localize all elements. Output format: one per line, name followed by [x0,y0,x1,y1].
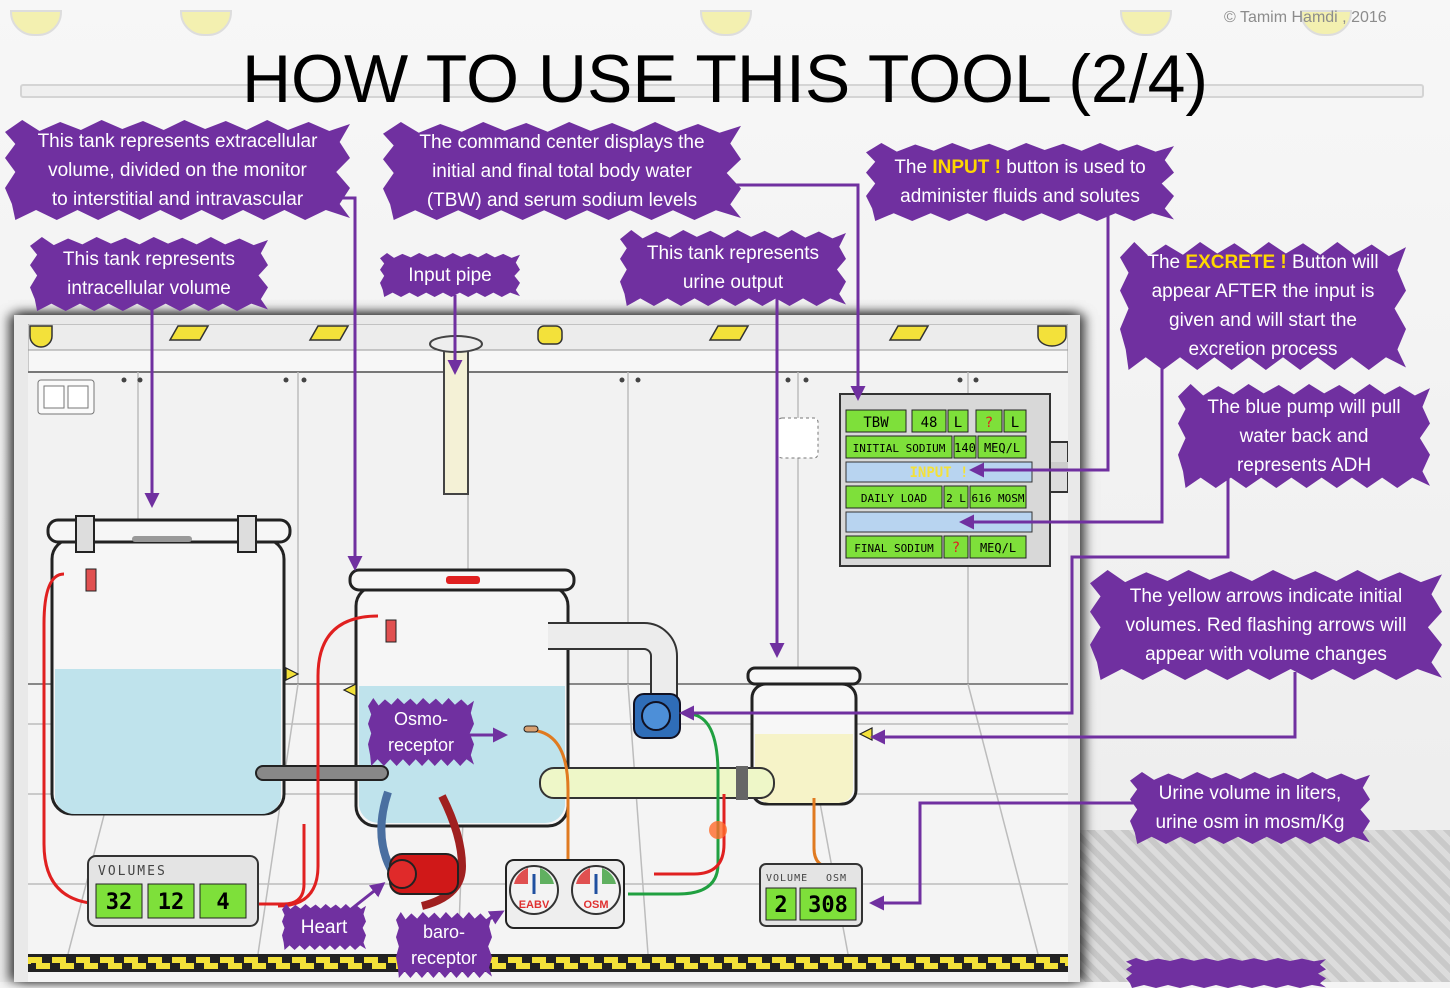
tbw-label: TBW [863,415,889,431]
urine-osm-value: 308 [808,893,848,918]
osmoreceptor-sensor [523,725,539,733]
heart-pump [387,853,459,895]
callout-command-center: The command center displays the initial … [383,122,741,220]
callout-extracellular-tank: This tank represents extracellular volum… [5,120,350,220]
wall-hatch [777,417,819,459]
final-sodium-value: ? [952,540,960,556]
urine-volume-value: 2 [774,893,787,918]
osm-gauge-label: OSM [583,899,608,911]
page-title: HOW TO USE THIS TOOL (2/4) [241,41,1209,117]
daily-load-osm: 616 MOSM [972,492,1025,505]
initial-sodium-label: INITIAL SODIUM [853,442,946,455]
urine-monitor: VOLUME OSM 2 308 [759,863,863,927]
callout-urine-monitor: Urine volume in liters, urine osm in mos… [1130,772,1370,844]
daily-load-volume: 2 L [946,492,966,505]
callout-excrete-button: The EXCRETE ! Button will appear AFTER t… [1120,242,1406,370]
input-button[interactable] [845,461,1033,483]
input-button-label[interactable]: INPUT ! [909,465,968,481]
ecv-sensor [385,619,397,643]
callout-urine-tank: This tank represents urine output [620,230,846,306]
callout-input-button: The INPUT ! button is used to administer… [866,143,1174,221]
callout-blue-pump: The blue pump will pull water back and r… [1178,384,1430,488]
wall-vent [37,379,95,415]
final-sodium-label: FINAL SODIUM [854,542,934,555]
intravascular-volume-value: 4 [216,890,229,915]
urine-volume-label: VOLUME [766,873,808,884]
callout-osmoreceptor: Osmo- receptor [368,698,474,766]
callout-input-pipe: Input pipe [380,253,520,297]
callout-yellow-arrows: The yellow arrows indicate initial volum… [1090,570,1442,680]
daily-load-label: DAILY LOAD [861,492,927,505]
tbw-final-unit: L [1011,415,1019,431]
icv-volume-value: 32 [106,890,133,915]
tank-connector-pipe [255,765,389,781]
callout-baroreceptor: baro- receptor [396,912,492,978]
tbw-value: 48 [921,415,938,431]
callout-heart: Heart [282,904,366,950]
ceiling-lights [29,325,1067,348]
volumes-label: VOLUMES [98,864,167,879]
callout-intracellular-tank: This tank represents intracellular volum… [30,237,268,311]
interstitial-volume-value: 12 [158,890,185,915]
final-sodium-unit: MEQ/L [980,541,1016,555]
pump-pipes [539,622,775,800]
blue-pump-adh [633,693,681,739]
volumes-monitor: VOLUMES 32 12 4 [87,855,259,927]
icv-sensor [85,568,97,592]
initial-sodium-value: 140 [954,441,976,455]
background-floor [1060,830,1450,982]
background-rail [20,84,1424,98]
urine-osm-label: OSM [826,873,847,884]
copyright-text: © Tamim Hamdi , 2016 [1224,9,1387,26]
eabv-gauge-label: EABV [519,899,550,911]
initial-sodium-unit: MEQ/L [984,441,1020,455]
gauges-monitor: EABV OSM [505,859,625,929]
next-callout-partial [1126,958,1326,988]
red-flash-indicator [709,821,727,839]
tbw-unit: L [954,415,962,431]
icv-tank [46,515,292,816]
tbw-final-value: ? [985,415,993,431]
